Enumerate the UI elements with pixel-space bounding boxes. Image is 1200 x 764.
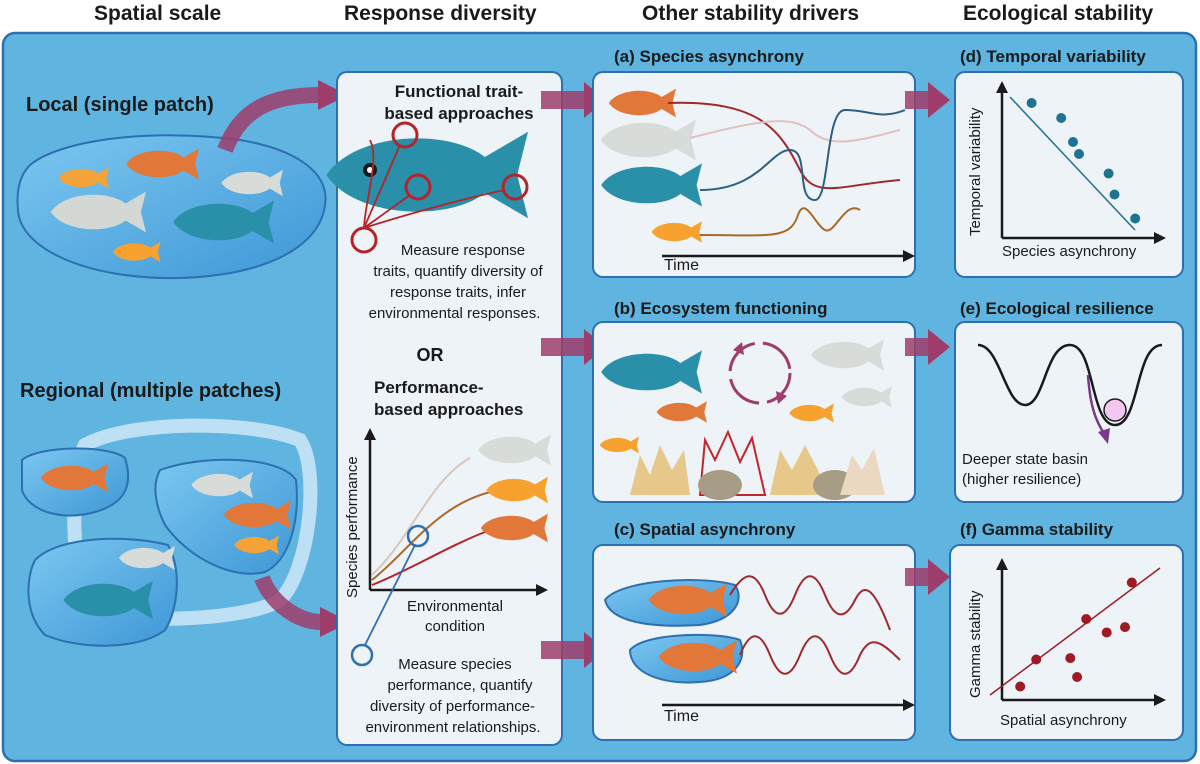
functional-title-line-2: based approaches <box>384 104 534 123</box>
scatter-point <box>1101 627 1112 638</box>
panel-d-x-axis-label: Species asynchrony <box>1002 243 1137 260</box>
panel-c-title: (c) Spatial asynchrony <box>614 520 796 539</box>
performance-x-axis-label-2: condition <box>424 618 486 635</box>
scatter-point <box>1068 137 1078 147</box>
panel-d-temporal-variability <box>954 71 1184 278</box>
functional-trait-fish <box>326 121 529 254</box>
chart-temporal-variability <box>996 81 1166 244</box>
functional-title-line-1: Functional trait- <box>394 82 524 101</box>
scatter-point <box>1074 149 1084 159</box>
performance-text-1: Measure species <box>398 656 512 673</box>
trait-circle-1 <box>391 121 419 149</box>
cycle-arrows-icon <box>728 341 792 405</box>
performance-x-axis-label-1: Environmental <box>407 598 503 615</box>
performance-circle-2 <box>350 643 374 667</box>
resilience-landscape <box>977 343 1163 444</box>
functional-text-3: response traits, infer <box>390 284 526 301</box>
scatter-point <box>1015 681 1026 692</box>
panel-a-content <box>600 88 915 262</box>
scatter-point <box>1120 622 1130 633</box>
performance-circle-1 <box>406 524 430 548</box>
arrowhead-local <box>318 80 348 110</box>
performance-text-2: performance, quantify <box>387 677 533 694</box>
arrow-regional-to-response <box>254 574 323 630</box>
functional-text-4: environmental responses. <box>368 305 541 322</box>
performance-title-line-1: Performance- <box>374 378 484 397</box>
scatter-point <box>1126 577 1137 588</box>
scatter-point <box>1056 113 1067 123</box>
panel-f-gamma-stability <box>949 544 1184 741</box>
local-patch <box>16 134 327 280</box>
performance-text-3: diversity of performance- <box>369 698 536 715</box>
performance-title-line-2: based approaches <box>374 400 524 419</box>
functional-text-1: Measure response <box>400 242 526 259</box>
functional-text-2: traits, quantify diversity of <box>373 263 543 280</box>
ball-state-icon <box>1103 398 1127 422</box>
panel-b-title: (b) Ecosystem functioning <box>614 299 828 318</box>
panel-a-time-label: Time <box>664 257 699 274</box>
panel-e-title: (e) Ecological resilience <box>960 299 1154 318</box>
driver-to-stability-arrows <box>905 82 950 595</box>
performance-text-4: environment relationships. <box>365 719 541 736</box>
panel-a-title: (a) Species asynchrony <box>614 47 804 66</box>
scatter-point <box>1081 614 1092 624</box>
panel-f-y-axis-label: Gamma stability <box>967 590 984 698</box>
panel-c-content <box>603 575 915 711</box>
panel-b-content <box>599 339 892 500</box>
panel-e-text-1: Deeper state basin <box>962 451 1088 468</box>
or-label: OR <box>416 345 444 365</box>
column-header-drivers: Other stability drivers <box>642 2 860 25</box>
scatter-point <box>1065 653 1076 664</box>
panel-e-text-2: (higher resilience) <box>962 471 1082 488</box>
column-header-response: Response diversity <box>344 2 537 25</box>
performance-chart <box>350 428 551 667</box>
scatter-point <box>1130 213 1141 224</box>
scatter-point <box>1109 189 1120 200</box>
column-header-spatial: Spatial scale <box>94 2 222 25</box>
arrow-local-to-response <box>217 87 321 154</box>
coral-reef <box>630 429 885 500</box>
arrowhead-regional <box>320 607 350 637</box>
chart-gamma-stability <box>989 558 1166 706</box>
scatter-point <box>1031 654 1042 665</box>
panel-f-title: (f) Gamma stability <box>960 520 1114 539</box>
label-regional: Regional (multiple patches) <box>20 380 282 402</box>
scatter-point <box>1072 672 1083 682</box>
panel-f-x-axis-label: Spatial asynchrony <box>1000 712 1127 729</box>
scatter-point <box>1026 98 1037 108</box>
performance-y-axis-label: Species performance <box>344 456 361 598</box>
panel-d-y-axis-label: Temporal variability <box>967 107 984 236</box>
column-header-stability: Ecological stability <box>963 2 1154 25</box>
panel-c-time-label: Time <box>664 708 699 725</box>
trait-circle-2 <box>404 173 432 201</box>
scatter-point <box>1103 168 1114 179</box>
label-local: Local (single patch) <box>26 94 214 116</box>
trait-circle-3 <box>501 173 529 201</box>
panel-e-ecological-resilience <box>954 321 1184 503</box>
panel-d-title: (d) Temporal variability <box>960 47 1146 66</box>
